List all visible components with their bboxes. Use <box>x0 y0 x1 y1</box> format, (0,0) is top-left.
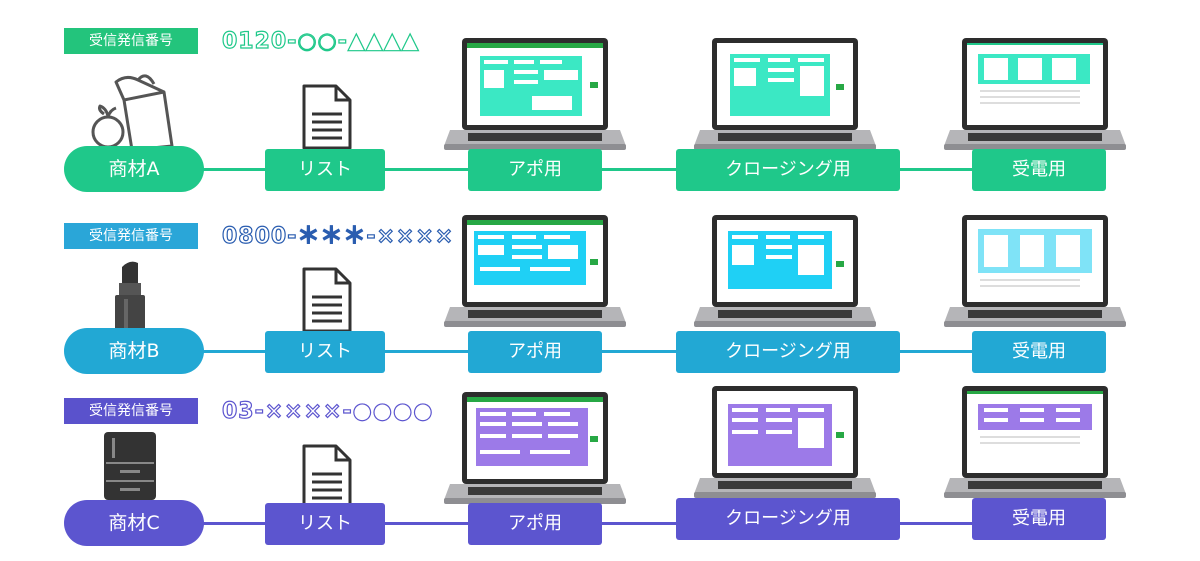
laptop-receive <box>940 213 1130 331</box>
flow-row-c: 受信発信番号 03-××××-●●●● <box>0 374 1200 561</box>
laptop-closing <box>690 36 880 154</box>
laptop-receive <box>940 384 1130 502</box>
document-icon <box>302 267 352 333</box>
laptop-apo <box>440 390 630 508</box>
phone-number: 0800-＊＊＊-×××× <box>221 223 455 249</box>
closing-box: クロージング用 <box>676 498 900 540</box>
document-icon <box>302 84 352 150</box>
receive-box: 受電用 <box>972 149 1106 191</box>
refrigerator-icon <box>104 432 156 500</box>
product-pill: 商材A <box>64 146 204 192</box>
product-pill: 商材C <box>64 500 204 546</box>
laptop-closing <box>690 213 880 331</box>
grocery-bag-icon <box>91 74 174 152</box>
laptop-apo <box>440 36 630 154</box>
closing-box: クロージング用 <box>676 331 900 373</box>
list-box: リスト <box>265 503 385 545</box>
laptop-closing <box>690 384 880 502</box>
number-badge: 受信発信番号 <box>64 223 198 249</box>
closing-box: クロージング用 <box>676 149 900 191</box>
flow-row-b: 受信発信番号 0800-＊＊＊-×××× <box>0 187 1200 374</box>
apo-box: アポ用 <box>468 503 602 545</box>
phone-number: 03-××××-●●●● <box>221 398 434 424</box>
number-badge: 受信発信番号 <box>64 28 198 54</box>
list-box: リスト <box>265 331 385 373</box>
laptop-receive <box>940 36 1130 154</box>
apo-box: アポ用 <box>468 149 602 191</box>
flow-row-a: 受信発信番号 0120-○○-▲▲▲▲ <box>0 0 1200 192</box>
laptop-apo <box>440 213 630 331</box>
list-box: リスト <box>265 149 385 191</box>
lipstick-icon <box>115 261 145 335</box>
receive-box: 受電用 <box>972 498 1106 540</box>
product-pill: 商材B <box>64 328 204 374</box>
document-icon <box>302 444 352 510</box>
receive-box: 受電用 <box>972 331 1106 373</box>
number-badge: 受信発信番号 <box>64 398 198 424</box>
apo-box: アポ用 <box>468 331 602 373</box>
phone-number: 0120-○○-▲▲▲▲ <box>221 28 420 54</box>
